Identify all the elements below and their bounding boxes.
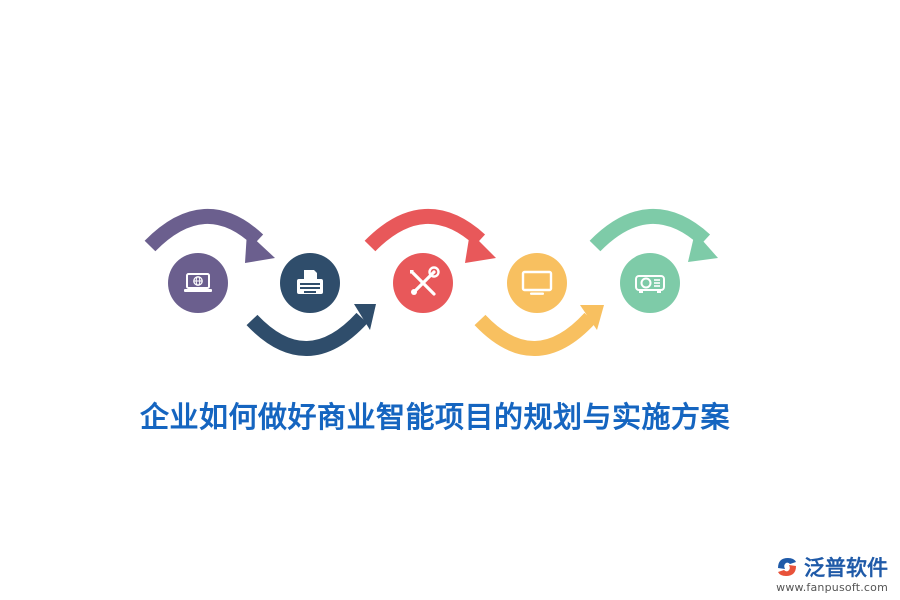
page-title: 企业如何做好商业智能项目的规划与实施方案: [139, 400, 730, 434]
flow-arc-2: [246, 312, 368, 356]
brand-url: www.fanpusoft.com: [776, 581, 888, 594]
fanpu-logo: [778, 558, 796, 576]
flow-arrowhead-1: [245, 232, 275, 263]
flow-arc-1: [144, 209, 264, 252]
flow-arc-5: [589, 209, 711, 252]
brand-watermark: 泛普软件 www.fanpusoft.com: [758, 552, 888, 594]
flow-arrowhead-4: [580, 305, 604, 330]
step-3: [393, 253, 453, 313]
step-circle: [507, 253, 567, 313]
flow-arc-4: [474, 312, 596, 356]
flow-arrowhead-2: [354, 304, 376, 330]
step-2: [280, 253, 340, 313]
brand-name: 泛普软件: [804, 556, 888, 580]
step-5: [620, 253, 680, 313]
flow-arrowhead-5: [688, 232, 718, 262]
flow-arrowhead-3: [465, 232, 496, 263]
step-circle: [168, 253, 228, 313]
step-4: [507, 253, 567, 313]
step-1: [168, 253, 228, 313]
flow-arc-3: [364, 209, 486, 252]
